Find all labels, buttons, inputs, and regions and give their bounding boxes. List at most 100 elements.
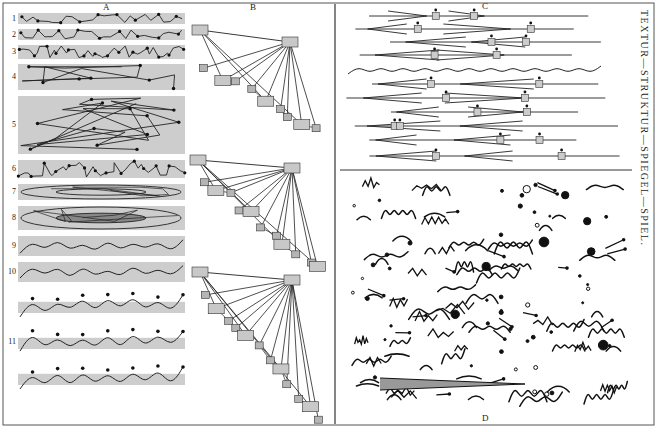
crossing-lines <box>22 66 174 89</box>
note-dot <box>134 19 137 22</box>
arrow-symbol <box>605 240 623 249</box>
wave-symbol <box>547 319 584 331</box>
tree-branch <box>198 160 282 244</box>
tree-branch <box>205 280 292 295</box>
note-dot <box>54 52 57 55</box>
arc-symbol <box>606 346 620 351</box>
note-dot <box>495 48 498 51</box>
wave-symbol <box>520 392 562 406</box>
note-dot <box>181 293 185 297</box>
arc-symbol <box>360 379 378 382</box>
dot-symbol <box>499 295 503 299</box>
dot-symbol <box>550 331 553 334</box>
note-dot <box>131 328 135 332</box>
texture-row <box>18 236 185 256</box>
note-dot <box>139 64 142 67</box>
note-dot <box>36 19 39 22</box>
dot-symbol <box>526 303 530 307</box>
grey-band <box>18 96 185 154</box>
wave-symbol <box>469 326 510 332</box>
note-dot <box>19 31 22 34</box>
row-number: 8 <box>2 214 16 222</box>
note-dot <box>181 365 185 369</box>
scribble-line <box>18 161 184 177</box>
arrow-symbol <box>493 330 504 339</box>
hairpin <box>363 93 422 103</box>
lens-outline <box>21 207 181 229</box>
note-dot <box>33 54 36 57</box>
wave-symbol <box>381 210 415 218</box>
note-dot <box>94 169 97 172</box>
arc-symbol <box>424 213 444 217</box>
mirror-row <box>372 77 598 89</box>
note-box <box>432 13 439 20</box>
note-dot <box>41 81 44 84</box>
tree-branch <box>281 280 292 369</box>
arrow-tip <box>456 210 460 214</box>
tree-branch <box>231 168 292 193</box>
dot-symbol <box>605 215 608 218</box>
dot-symbol <box>353 204 355 206</box>
note-dot <box>175 15 178 18</box>
note-box <box>428 81 435 88</box>
note-box <box>488 39 495 46</box>
note-dot <box>156 364 160 368</box>
scribble-line <box>21 30 182 39</box>
note-dot <box>434 9 437 12</box>
structure-box <box>192 267 208 277</box>
crossing-lines <box>21 98 179 149</box>
wave-symbol <box>423 187 450 196</box>
note-dot <box>27 65 30 68</box>
structure-box <box>235 207 243 214</box>
wave-symbol <box>489 266 518 271</box>
dot-symbol <box>520 193 524 197</box>
note-dot <box>445 91 448 94</box>
wave-symbol <box>584 390 614 404</box>
lens-outline <box>21 185 181 199</box>
tree-branch <box>198 160 317 266</box>
note-box <box>521 95 528 102</box>
structure-box <box>292 251 300 258</box>
hairpin <box>396 107 438 117</box>
note-dot <box>538 133 541 136</box>
tree-branch <box>266 42 290 101</box>
structure-box <box>238 330 254 340</box>
note-dot <box>538 77 541 80</box>
structure-box <box>199 65 207 72</box>
mirror-row <box>369 149 619 161</box>
structure-box <box>200 179 208 186</box>
note-dot <box>115 13 118 16</box>
arrow-symbol <box>389 299 403 300</box>
arrow-tip <box>623 247 627 251</box>
zigzag-symbol <box>355 336 368 345</box>
note-dot <box>560 149 563 152</box>
note-dot <box>156 295 160 299</box>
arrow-symbol <box>607 249 625 254</box>
note-dot <box>167 164 170 167</box>
arrow-tip <box>555 192 559 196</box>
note-dot <box>142 167 145 170</box>
row-number: 10 <box>2 268 16 276</box>
dot-symbol <box>526 340 529 343</box>
mirror-row <box>390 35 601 47</box>
note-dot <box>56 333 60 337</box>
zigzag-symbol <box>415 312 437 322</box>
note-dot <box>148 78 151 81</box>
note-dot <box>81 366 85 370</box>
structure-tree <box>192 267 322 423</box>
tree-branch <box>292 168 311 263</box>
grey-band <box>18 160 185 178</box>
texture-row <box>18 28 185 40</box>
note-dot <box>172 87 175 90</box>
column-letter: B <box>250 3 256 12</box>
structure-box <box>227 189 235 196</box>
note-dot <box>56 297 60 301</box>
wave-line <box>20 266 183 278</box>
structure-box <box>284 163 300 173</box>
tree-branch <box>200 30 266 101</box>
arrow-symbol <box>436 393 449 395</box>
mirror-row <box>360 48 572 60</box>
note-dot <box>525 35 528 38</box>
texture-row <box>18 328 185 351</box>
